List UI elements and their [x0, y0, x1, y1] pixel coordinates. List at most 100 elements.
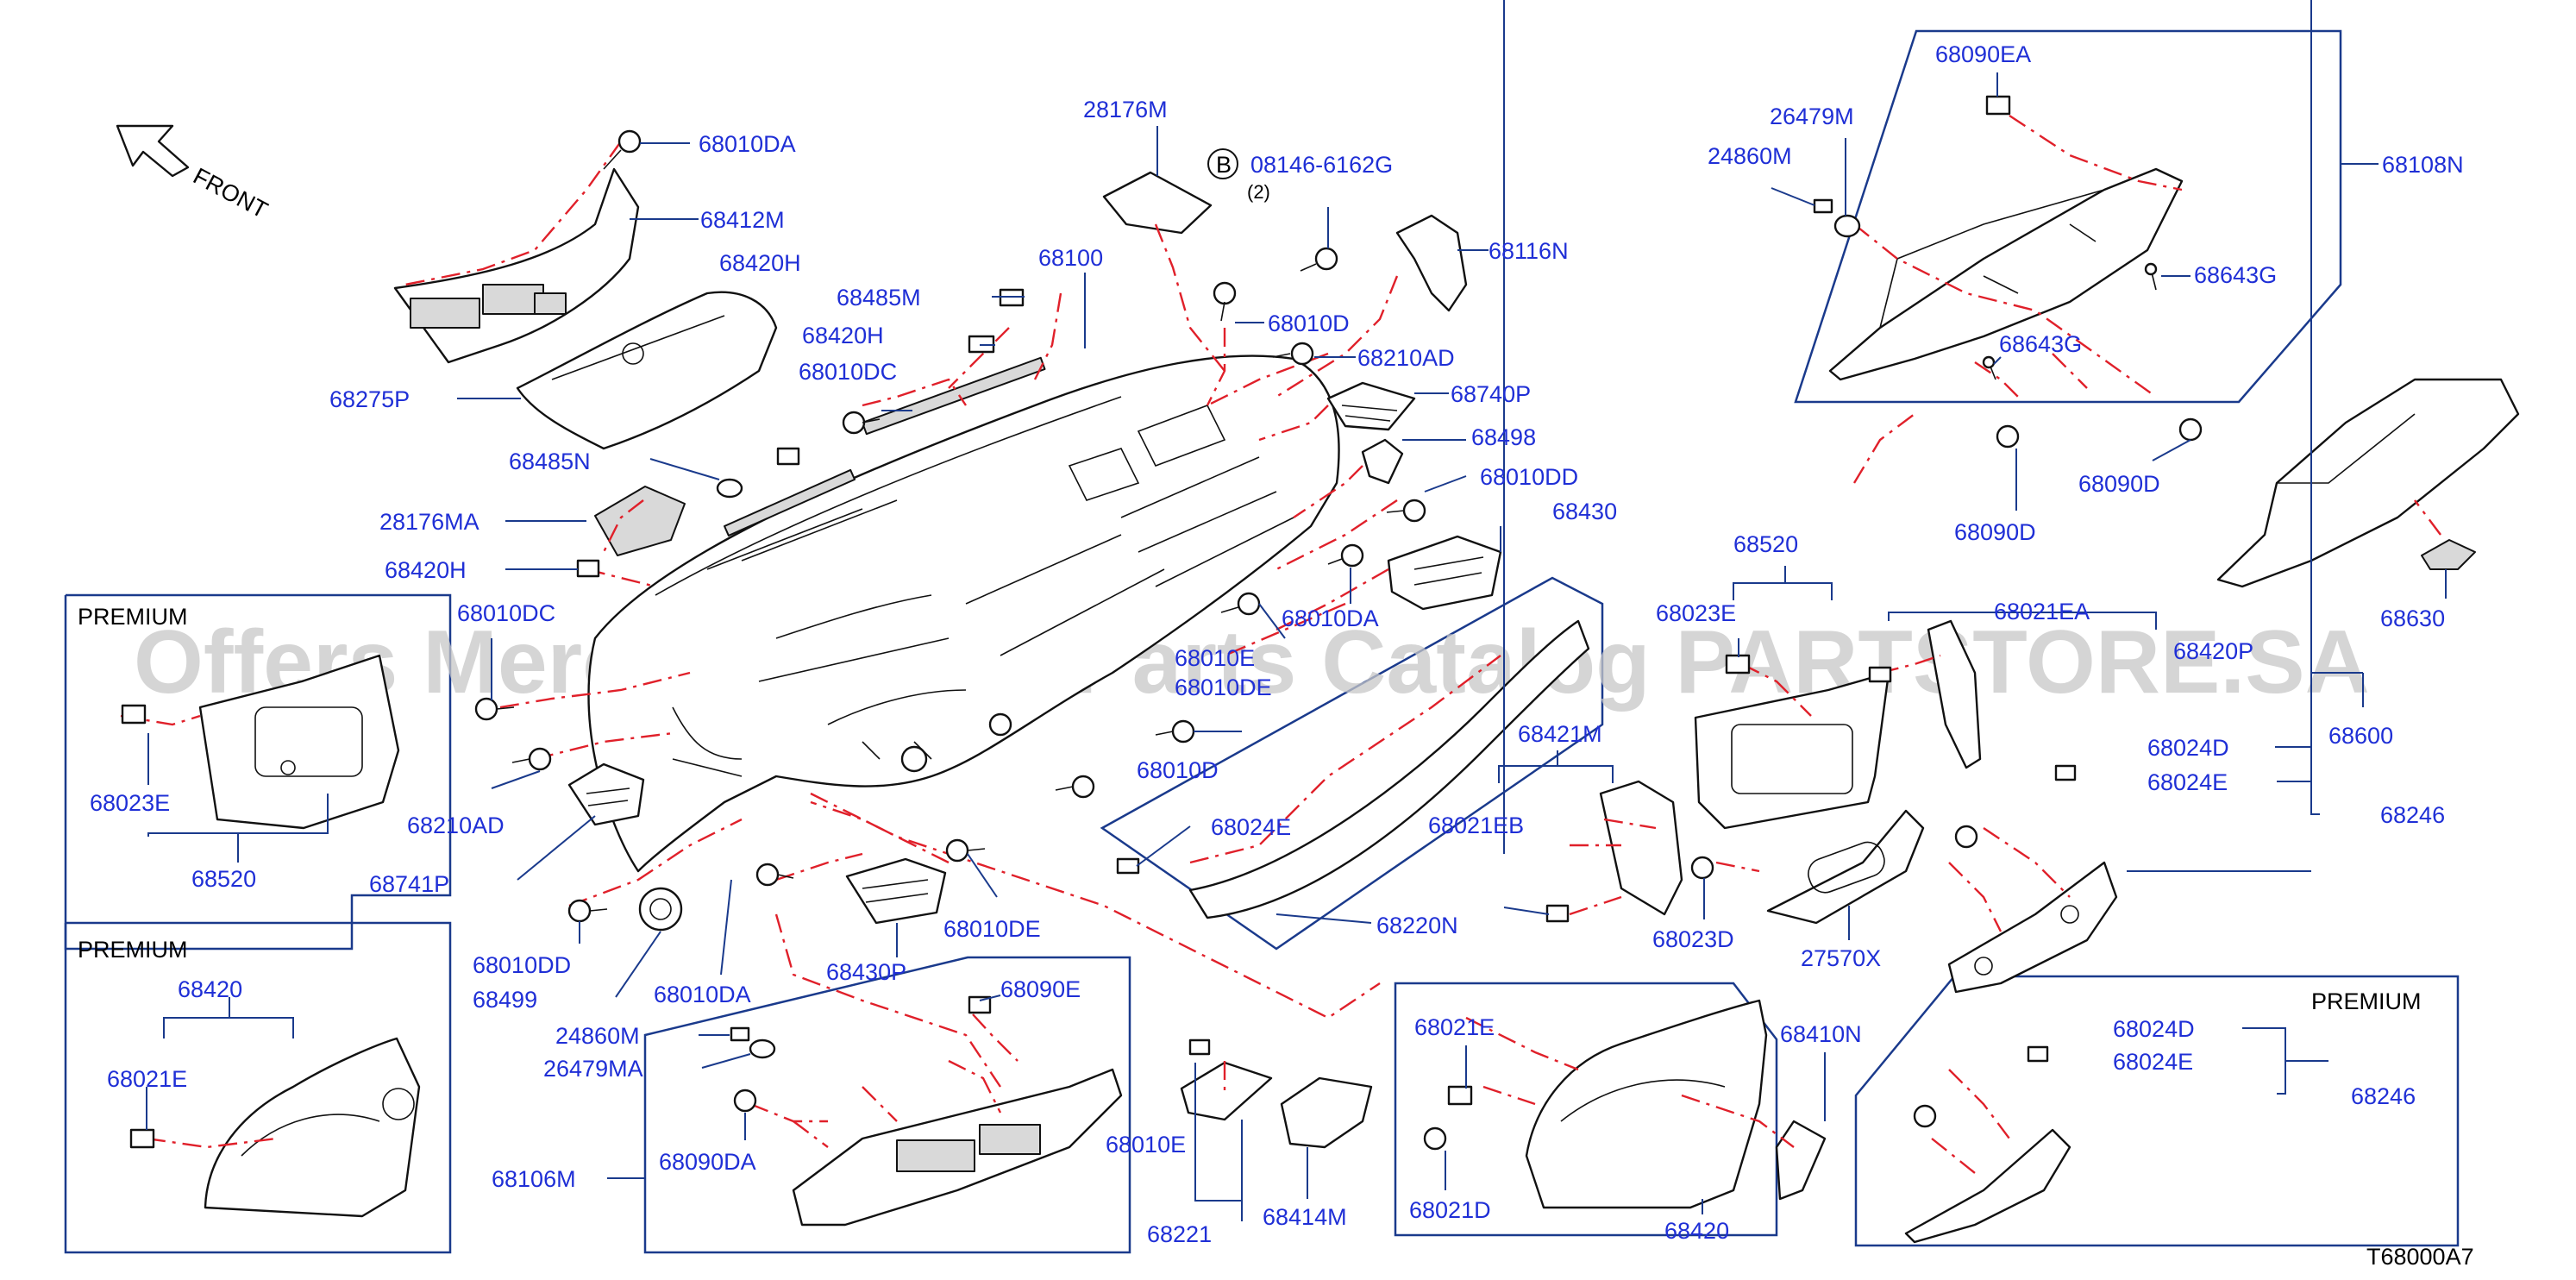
- label-68520-a[interactable]: 68520: [191, 866, 256, 892]
- label-68420-a[interactable]: 68420: [178, 976, 242, 1002]
- screw-icon-68010E-a: [1220, 592, 1261, 616]
- label-68090EA[interactable]: 68090EA: [1935, 41, 2031, 67]
- label-68010DC-b[interactable]: 68010DC: [457, 600, 555, 626]
- label-68420H-a[interactable]: 68420H: [719, 250, 801, 276]
- label-68741P[interactable]: 68741P: [369, 871, 449, 897]
- screw-icon-68010DC-a: [842, 411, 881, 435]
- part-27570X: [1766, 809, 1925, 925]
- label-68630[interactable]: 68630: [2380, 605, 2445, 631]
- label-68010DE-a[interactable]: 68010DE: [1175, 675, 1272, 700]
- label-26479M[interactable]: 26479M: [1770, 104, 1854, 129]
- label-68221[interactable]: 68221: [1147, 1221, 1212, 1247]
- label-68210AD-b[interactable]: 68210AD: [407, 813, 505, 838]
- label-68106M[interactable]: 68106M: [492, 1166, 576, 1192]
- label-68021E-b[interactable]: 68021E: [1414, 1014, 1495, 1040]
- label-68090D-a[interactable]: 68090D: [2078, 471, 2160, 497]
- label-68430P[interactable]: 68430P: [826, 959, 906, 985]
- clip-icon-68024D-b: [2027, 1045, 2049, 1063]
- label-68498[interactable]: 68498: [1471, 424, 1536, 450]
- cover-68275P: [516, 291, 778, 450]
- label-26479MA[interactable]: 26479MA: [543, 1056, 643, 1082]
- label-68090DA[interactable]: 68090DA: [659, 1149, 756, 1175]
- label-68246-b[interactable]: 68246: [2351, 1083, 2416, 1109]
- label-68024D-b[interactable]: 68024D: [2113, 1016, 2195, 1042]
- speaker-28176M: [1102, 171, 1213, 235]
- label-68421M[interactable]: 68421M: [1518, 721, 1602, 747]
- label-68520-b[interactable]: 68520: [1733, 531, 1798, 557]
- clip-icon-68420H-a: [776, 447, 800, 466]
- label-68021E-a[interactable]: 68021E: [107, 1066, 187, 1092]
- label-68420-b[interactable]: 68420: [1664, 1218, 1729, 1244]
- label-24860M-a[interactable]: 24860M: [1708, 143, 1792, 169]
- part-68410N: [1775, 1120, 1827, 1201]
- label-68420H-b[interactable]: 68420H: [802, 323, 884, 348]
- premium-label-a: PREMIUM: [78, 604, 188, 630]
- label-68024D-a[interactable]: 68024D: [2147, 735, 2229, 761]
- label-68100[interactable]: 68100: [1038, 245, 1103, 271]
- ring-68499: [638, 887, 683, 932]
- label-68600[interactable]: 68600: [2328, 723, 2393, 749]
- label-68010DA-b[interactable]: 68010DA: [1282, 605, 1379, 631]
- label-68023D[interactable]: 68023D: [1652, 926, 1734, 952]
- panel-premium-68520: [198, 654, 400, 830]
- label-68010DC-a[interactable]: 68010DC: [799, 359, 897, 385]
- label-68643G-b[interactable]: 68643G: [1999, 331, 2082, 357]
- label-68412M[interactable]: 68412M: [700, 207, 785, 233]
- box-premium-68246: [1854, 975, 2460, 1247]
- label-68420H-c[interactable]: 68420H: [385, 557, 467, 583]
- part-68741P: [567, 762, 645, 826]
- label-68010E-b[interactable]: 68010E: [1106, 1132, 1186, 1158]
- label-68010DA-a[interactable]: 68010DA: [699, 131, 796, 157]
- label-68010DA-c[interactable]: 68010DA: [654, 982, 751, 1007]
- label-68430[interactable]: 68430: [1552, 499, 1617, 524]
- label-68024E-c[interactable]: 68024E: [2113, 1049, 2193, 1075]
- latch-68630: [2421, 539, 2476, 570]
- label-68090D-b[interactable]: 68090D: [1954, 519, 2036, 545]
- label-68010D-b[interactable]: 68010D: [1137, 757, 1219, 783]
- label-68485N[interactable]: 68485N: [509, 449, 591, 474]
- label-68023E-a[interactable]: 68023E: [90, 790, 170, 816]
- label-68010D-a[interactable]: 68010D: [1268, 311, 1350, 336]
- label-68420P[interactable]: 68420P: [2173, 638, 2253, 664]
- label-68116N[interactable]: 68116N: [1489, 238, 1569, 264]
- label-68021EA[interactable]: 68021EA: [1994, 599, 2090, 624]
- screw-icon-68210AD-a: [1272, 342, 1314, 366]
- front-label: FRONT: [189, 163, 272, 223]
- label-28176MA[interactable]: 28176MA: [379, 509, 479, 535]
- label-68499[interactable]: 68499: [473, 987, 537, 1013]
- label-68010DD-b[interactable]: 68010DD: [473, 952, 571, 978]
- label-68108N[interactable]: 68108N: [2382, 152, 2464, 178]
- label-08146-6162G[interactable]: 08146-6162G: [1250, 152, 1393, 178]
- plug-icon-24860M-b: [730, 1026, 750, 1042]
- label-68021EB[interactable]: 68021EB: [1428, 813, 1524, 838]
- part-68430: [1387, 535, 1502, 611]
- label-68010E-a[interactable]: 68010E: [1175, 645, 1255, 671]
- label-24860M-b[interactable]: 24860M: [555, 1023, 640, 1049]
- screw-icon-68010DE-b: [945, 838, 986, 863]
- screw-icon-68023D: [1690, 856, 1714, 880]
- label-68010DE-b[interactable]: 68010DE: [943, 916, 1041, 942]
- label-68010DD-a[interactable]: 68010DD: [1480, 464, 1578, 490]
- screw-icon-68010DD-a: [1386, 499, 1426, 523]
- label-68246-a[interactable]: 68246: [2380, 802, 2445, 828]
- label-68023E-b[interactable]: 68023E: [1656, 600, 1736, 626]
- label-68024E-b[interactable]: 68024E: [2147, 769, 2228, 795]
- label-68410N[interactable]: 68410N: [1780, 1021, 1862, 1047]
- label-68024E-a[interactable]: 68024E: [1211, 814, 1291, 840]
- part-68498: [1361, 438, 1404, 485]
- label-68414M[interactable]: 68414M: [1263, 1204, 1347, 1230]
- clip-icon-68420H-c: [576, 559, 600, 578]
- label-68210AD-a[interactable]: 68210AD: [1357, 345, 1455, 371]
- label-27570X[interactable]: 27570X: [1801, 945, 1881, 971]
- cluster-68420: [1525, 999, 1768, 1209]
- label-68021D[interactable]: 68021D: [1409, 1197, 1491, 1223]
- label-68643G-a[interactable]: 68643G: [2194, 262, 2277, 288]
- label-28176M[interactable]: 28176M: [1083, 97, 1168, 122]
- label-68275P[interactable]: 68275P: [329, 386, 410, 412]
- callout-lines: [120, 114, 2441, 1174]
- label-68090E[interactable]: 68090E: [1000, 976, 1081, 1002]
- label-68220N[interactable]: 68220N: [1376, 913, 1458, 938]
- label-68740P[interactable]: 68740P: [1451, 381, 1531, 407]
- cap-icon-68485N: [716, 478, 743, 499]
- label-68485M[interactable]: 68485M: [837, 285, 921, 311]
